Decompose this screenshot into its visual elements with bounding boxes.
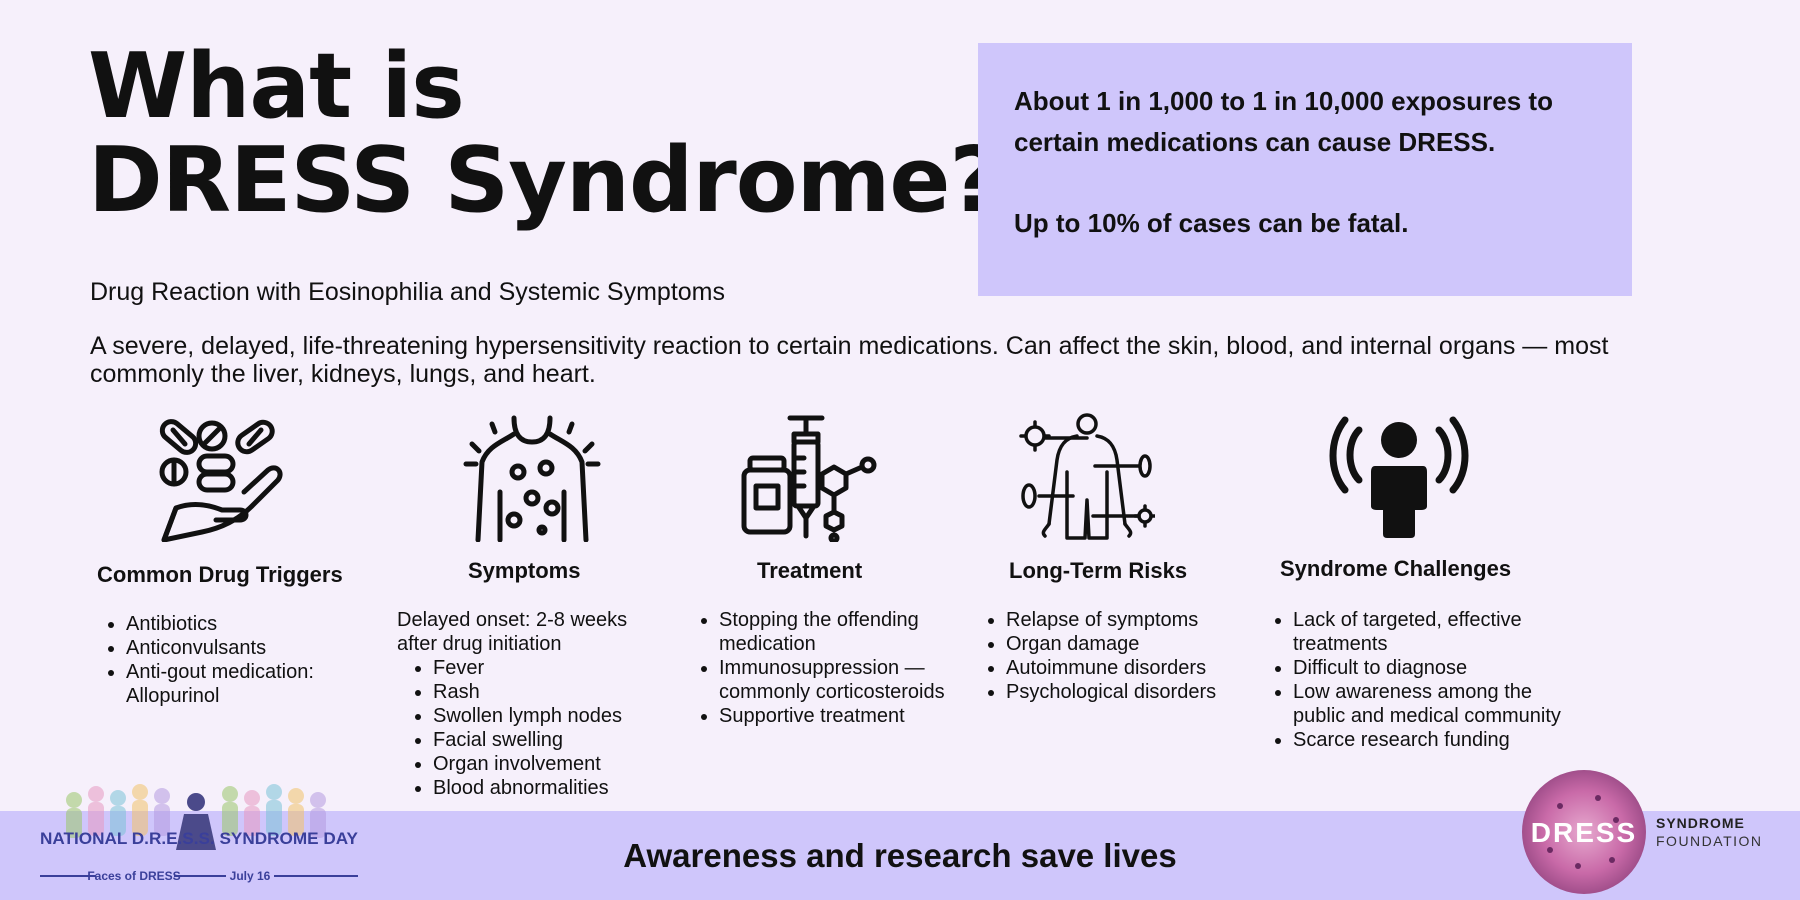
foundation-logo-mark: DRESS <box>1531 817 1637 848</box>
dress-foundation-logo: DRESS SYNDROME FOUNDATION <box>1522 770 1763 894</box>
treatment-heading: Treatment <box>757 558 863 583</box>
list-item: Scarce research funding <box>1293 728 1583 752</box>
symptoms-onset: Delayed onset: 2-8 weeks after drug init… <box>397 609 628 655</box>
foundation-logo-line1: SYNDROME <box>1656 815 1745 831</box>
risks-heading: Long-Term Risks <box>1009 558 1188 583</box>
triggers-heading: Common Drug Triggers <box>97 562 343 587</box>
acronym-expansion: Drug Reaction with Eosinophilia and Syst… <box>90 278 725 306</box>
list-item: Psychological disorders <box>1006 680 1266 704</box>
description: A severe, delayed, life-threatening hype… <box>90 332 1609 388</box>
page-title-line2: DRESS Syndrome? <box>88 128 1002 233</box>
list-item: Fever <box>433 656 703 680</box>
symptoms-heading: Symptoms <box>468 558 581 583</box>
person-broadcast-icon <box>1329 416 1469 538</box>
day-logo-name: NATIONAL D.R.E.S.S. SYNDROME DAY <box>40 829 359 848</box>
list-item: Facial swelling <box>433 728 703 752</box>
foundation-logo-line2: FOUNDATION <box>1656 833 1763 849</box>
list-item: Organ damage <box>1006 632 1266 656</box>
page-title: What is DRESS Syndrome? <box>88 34 1002 233</box>
stats-box: About 1 in 1,000 to 1 in 10,000 exposure… <box>978 43 1632 296</box>
list-item: Antibiotics <box>126 612 396 636</box>
challenges-heading: Syndrome Challenges <box>1280 556 1512 581</box>
list-item: Low awareness among the public and medic… <box>1293 680 1583 728</box>
list-item: Anticonvulsants <box>126 636 396 660</box>
stats-incidence: About 1 in 1,000 to 1 in 10,000 exposure… <box>1014 86 1553 157</box>
list-item: Lack of targeted, effective treatments <box>1293 608 1583 656</box>
stats-fatality: Up to 10% of cases can be fatal. <box>1014 208 1409 238</box>
challenges-list: Lack of targeted, effective treatments D… <box>1257 608 1583 752</box>
list-item: Difficult to diagnose <box>1293 656 1583 680</box>
day-logo-faces: Faces of DRESS <box>87 869 180 883</box>
list-item: Supportive treatment <box>719 704 979 728</box>
hand-with-pills-icon <box>159 419 283 542</box>
list-item: Swollen lymph nodes <box>433 704 703 728</box>
national-dress-day-logo: NATIONAL D.R.E.S.S. SYNDROME DAY Faces o… <box>40 784 359 883</box>
footer-tagline: Awareness and research save lives <box>623 836 1177 874</box>
triggers-list: Antibiotics Anticonvulsants Anti-gout me… <box>90 612 396 708</box>
list-item: Rash <box>433 680 703 704</box>
list-item: Relapse of symptoms <box>1006 608 1266 632</box>
day-logo-date: July 16 <box>230 869 271 883</box>
body-rash-icon <box>463 415 601 542</box>
medicine-syringe-icon <box>741 415 877 542</box>
page-title-line1: What is <box>88 34 465 139</box>
risks-list: Relapse of symptoms Organ damage Autoimm… <box>970 608 1266 704</box>
list-item: Organ involvement <box>433 752 703 776</box>
list-item: Immunosuppression — commonly corticoster… <box>719 656 979 704</box>
treatment-list: Stopping the offending medication Immuno… <box>683 608 979 728</box>
body-pathogens-icon <box>1019 413 1155 540</box>
list-item: Stopping the offending medication <box>719 608 979 656</box>
list-item: Autoimmune disorders <box>1006 656 1266 680</box>
list-item: Anti-gout medication: Allopurinol <box>126 660 396 708</box>
symptoms-list: Fever Rash Swollen lymph nodes Facial sw… <box>397 656 703 800</box>
list-item: Blood abnormalities <box>433 776 703 800</box>
